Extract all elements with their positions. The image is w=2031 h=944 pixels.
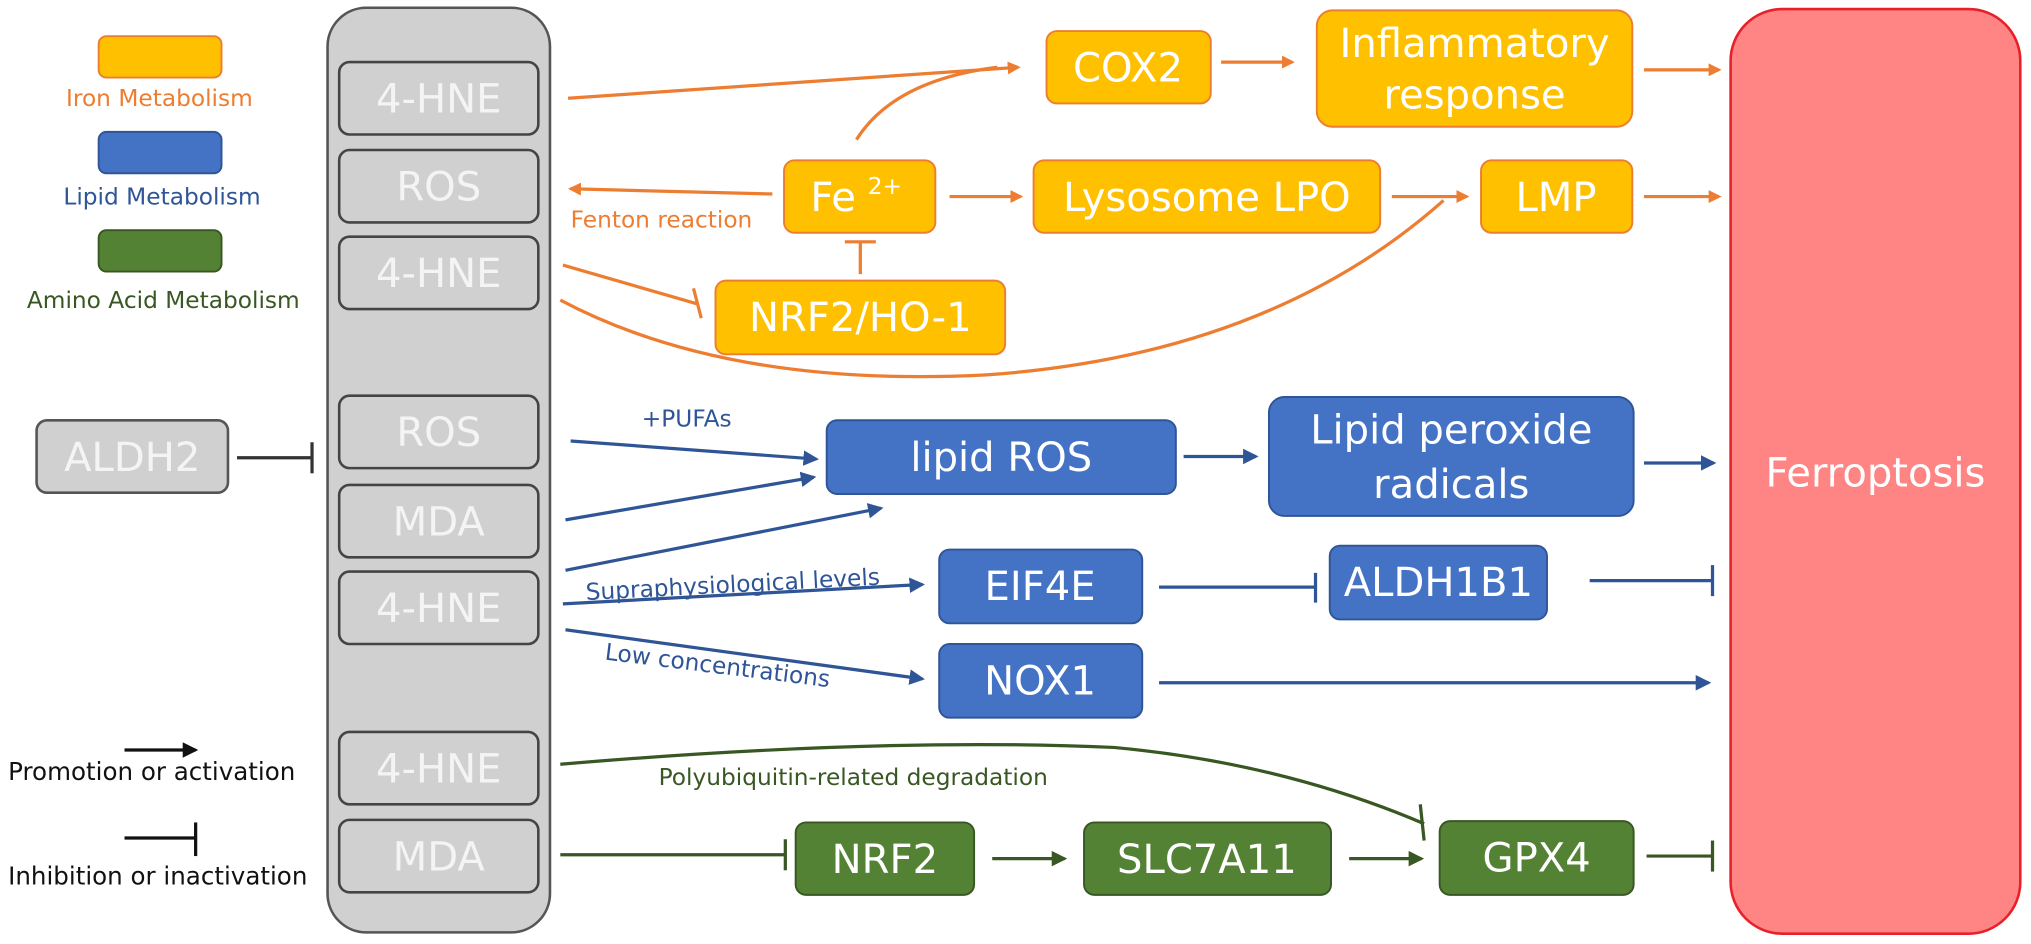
lysosome-lpo-node [1032, 159, 1382, 234]
column-item-4hne: 4-HNE [376, 586, 501, 632]
radicals-label-line2: radicals [1373, 462, 1529, 508]
slc7a11-label: SLC7A11 [1117, 837, 1297, 883]
edge-4hne-inhibits-nrf2ho1 [562, 263, 698, 306]
legend-swatch-amino [97, 229, 223, 273]
legend-swatch-lipid [97, 130, 223, 175]
edge-fenton-reaction [568, 182, 773, 196]
column-item-4hne: 4-HNE [376, 77, 501, 123]
cox2-label: COX2 [1073, 46, 1183, 92]
metabolite-items: 4-HNE ROS 4-HNE ROS MDA 4-HNE 4-HNE MDA [337, 60, 540, 894]
inflammatory-response-node [1315, 9, 1634, 128]
edge-fe-to-cox2 [855, 65, 998, 141]
ferroptosis-label: Ferroptosis [1765, 450, 1985, 496]
legend-label-iron: Iron Metabolism [66, 85, 253, 112]
key-inhibition-label: Inhibition or inactivation [8, 862, 307, 891]
aldh1b1-node [1328, 544, 1548, 621]
ferroptosis-node: Ferroptosis [1729, 7, 2022, 935]
cox2-node [1045, 30, 1212, 105]
inflammatory-label-line1: Inflammatory [1340, 21, 1610, 67]
lipid-nodes: lipid ROS Lipid peroxide radicals EIF4E … [825, 396, 1635, 719]
edge-4hne-inhibits-gpx4-cap [1418, 804, 1426, 841]
nrf2-node [794, 821, 976, 896]
edge-mda-to-lipid-ros [565, 471, 817, 522]
gpx4-node [1438, 820, 1635, 896]
low-concentrations-label: Low concentrations [604, 639, 832, 693]
nrf2-label: NRF2 [832, 837, 938, 883]
column-item-mda: MDA [393, 499, 486, 545]
nrf2-ho1-label: NRF2/HO-1 [749, 295, 972, 341]
fenton-reaction-label: Fenton reaction [571, 207, 753, 234]
amino-edges [560, 742, 1715, 872]
iron-edges [559, 55, 1722, 379]
lipid-ros-label: lipid ROS [910, 435, 1092, 481]
radicals-label-line1: Lipid peroxide [1310, 408, 1592, 454]
key-promotion-label: Promotion or activation [8, 757, 295, 786]
gpx4-label: GPX4 [1483, 836, 1591, 882]
polyubiquitin-label: Polyubiquitin-related degradation [659, 764, 1048, 791]
supraphysiological-label: Supraphysiological levels [585, 564, 881, 606]
nox1-node [938, 643, 1144, 719]
column-item-4hne: 4-HNE [376, 251, 501, 297]
fe2-node [783, 159, 937, 234]
edge-4hne-inhibits-gpx4-curve [560, 742, 1425, 826]
edge-4hne-inhibits-nrf2ho1-cap [691, 287, 703, 319]
edge-4hne-to-cox2 [567, 61, 1021, 100]
aldh2-label: ALDH2 [64, 435, 200, 481]
aldh1b1-label: ALDH1B1 [1344, 560, 1533, 606]
edge-4hne-to-lmp-curve [559, 199, 1445, 379]
edge-4hne-to-nox1 [565, 628, 925, 685]
fe-superscript: 2+ [868, 173, 902, 200]
lipid-peroxide-radicals-node [1267, 396, 1635, 517]
column-item-4hne: 4-HNE [376, 746, 501, 792]
nox1-label: NOX1 [984, 658, 1096, 704]
legend-label-amino: Amino Acid Metabolism [27, 287, 300, 314]
nrf2-ho1-node [714, 279, 1007, 356]
inflammatory-label-line2: response [1384, 73, 1566, 119]
aldh2-node: ALDH2 [35, 418, 230, 494]
edge-ros-to-lipid-ros [570, 439, 819, 466]
legend-label-lipid: Lipid Metabolism [63, 183, 260, 210]
lysosome-lpo-label: Lysosome LPO [1063, 175, 1351, 221]
edge-4hne-to-lipid-ros [565, 503, 884, 572]
lmp-label: LMP [1515, 175, 1596, 221]
pufas-label: +PUFAs [642, 406, 732, 433]
column-item-ros: ROS [396, 165, 481, 211]
eif4e-label: EIF4E [985, 564, 1096, 610]
edge-4hne-to-eif4e [562, 577, 925, 606]
iron-nodes: COX2 Inflammatory response Fe 2+ Lysosom… [714, 9, 1634, 356]
arrow-key: Promotion or activation Inhibition or in… [8, 742, 307, 891]
column-item-ros: ROS [396, 410, 481, 456]
column-item-mda: MDA [393, 834, 486, 880]
eif4e-node [938, 548, 1144, 625]
fe-label: Fe [810, 175, 856, 221]
lmp-node [1480, 159, 1634, 234]
lipid-edges [562, 439, 1717, 691]
lipid-ros-node [825, 419, 1177, 495]
legend-swatch-iron [97, 35, 223, 79]
slc7a11-node [1083, 821, 1332, 896]
legend: Iron Metabolism Lipid Metabolism Amino A… [27, 35, 300, 314]
amino-nodes: NRF2 SLC7A11 GPX4 [794, 820, 1635, 896]
